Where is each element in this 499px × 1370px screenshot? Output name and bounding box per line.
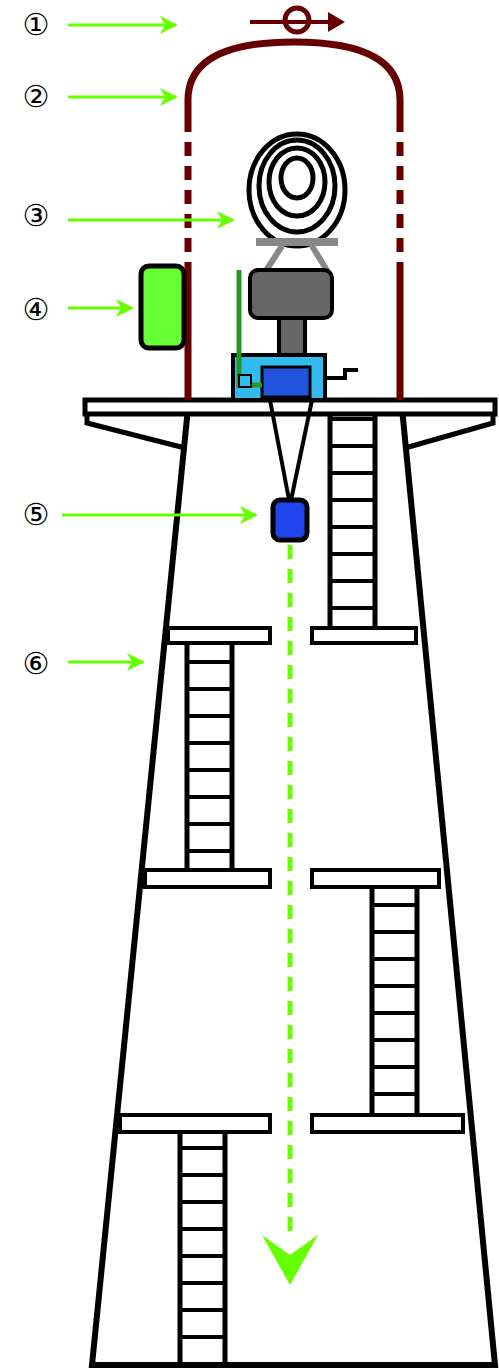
weight bbox=[273, 500, 307, 540]
callout-number: ④ bbox=[23, 295, 50, 325]
clockwork-box bbox=[233, 355, 325, 400]
ladder bbox=[180, 414, 417, 1365]
weight-path-head bbox=[262, 1235, 318, 1285]
clockwork-drum bbox=[262, 367, 310, 397]
callout-number: ② bbox=[23, 82, 50, 112]
gallery-bracket bbox=[87, 414, 493, 448]
lamp-column bbox=[279, 318, 305, 356]
gear bbox=[239, 375, 251, 387]
lens-stand bbox=[256, 238, 338, 246]
lamp-housing bbox=[250, 270, 332, 318]
callout-number: ⑤ bbox=[23, 500, 50, 530]
vane-arrow bbox=[250, 20, 330, 24]
gallery bbox=[85, 400, 495, 414]
callout-number: ③ bbox=[23, 201, 50, 231]
weight-path bbox=[288, 545, 293, 1240]
drive-rod bbox=[239, 270, 262, 385]
lens bbox=[249, 134, 345, 246]
callout-number: ⑥ bbox=[23, 649, 50, 679]
crank bbox=[325, 370, 358, 378]
light-box bbox=[141, 266, 184, 348]
leader-arrow bbox=[62, 25, 256, 662]
vane-arrow-head bbox=[328, 12, 345, 32]
callout-number: ① bbox=[23, 10, 50, 40]
tower-body bbox=[92, 408, 495, 1365]
weight-rope bbox=[270, 400, 312, 505]
